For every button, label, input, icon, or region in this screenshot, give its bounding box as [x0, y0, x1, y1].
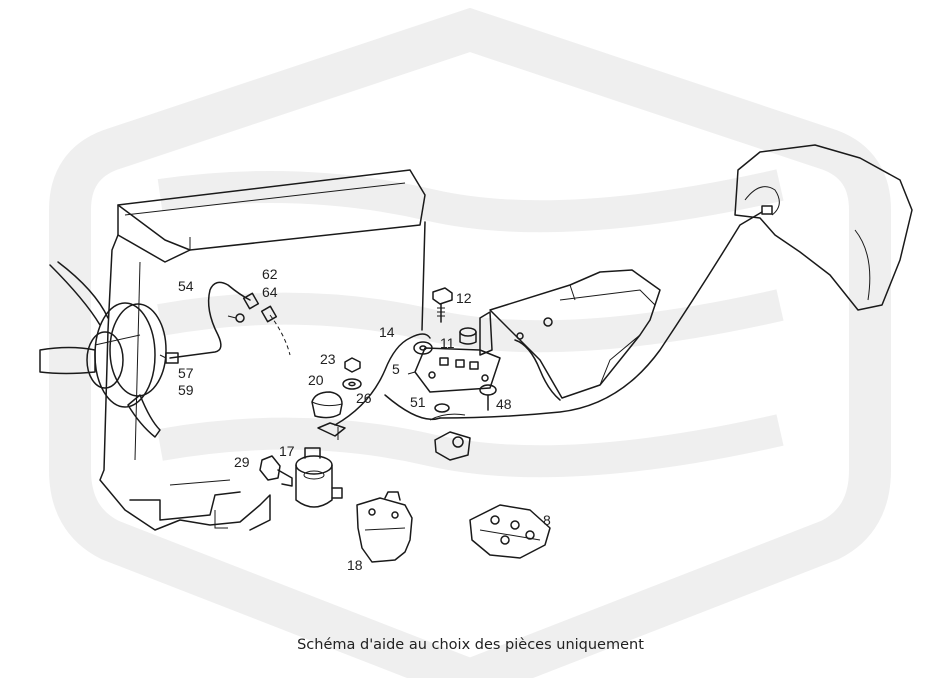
label-48: 48 [496, 396, 512, 412]
control-box [479, 269, 661, 399]
label-20: 20 [308, 372, 324, 388]
rear-panel [734, 144, 913, 311]
label-26: 26 [356, 390, 372, 406]
coil-17 [295, 447, 343, 508]
part-number-labels: 54 62 64 57 59 12 14 11 23 20 26 5 51 48… [178, 266, 551, 573]
label-57: 57 [178, 365, 194, 381]
label-8: 8 [543, 512, 551, 528]
plate-8 [469, 504, 551, 559]
label-23: 23 [320, 351, 336, 367]
bracket-5 [414, 347, 501, 393]
screw-48 [479, 384, 497, 411]
label-54: 54 [178, 278, 194, 294]
label-59: 59 [178, 382, 194, 398]
relay-small [434, 431, 471, 461]
label-12: 12 [456, 290, 472, 306]
label-5: 5 [392, 361, 400, 377]
label-14: 14 [379, 324, 395, 340]
label-64: 64 [262, 284, 278, 300]
sensor-20 [311, 391, 346, 437]
leader-lines [159, 354, 416, 440]
washer-26 [342, 378, 362, 390]
label-29: 29 [234, 454, 250, 470]
engine-block [99, 169, 426, 531]
bolt-12 [432, 287, 453, 323]
wiring-harness [169, 211, 763, 426]
diagram-caption: Schéma d'aide au choix des pièces unique… [297, 637, 644, 653]
label-17: 17 [279, 443, 295, 459]
connector-54 [165, 292, 278, 364]
washer-51 [434, 403, 450, 413]
distributor-18 [356, 491, 413, 563]
label-18: 18 [347, 557, 363, 573]
fan-assembly [39, 261, 167, 438]
label-11: 11 [440, 335, 455, 351]
sensor-29 [259, 455, 293, 487]
watermark-logo [49, 7, 891, 678]
nut-23 [344, 357, 361, 373]
nut-11 [459, 327, 477, 345]
label-62: 62 [262, 266, 278, 282]
label-51: 51 [410, 394, 426, 410]
